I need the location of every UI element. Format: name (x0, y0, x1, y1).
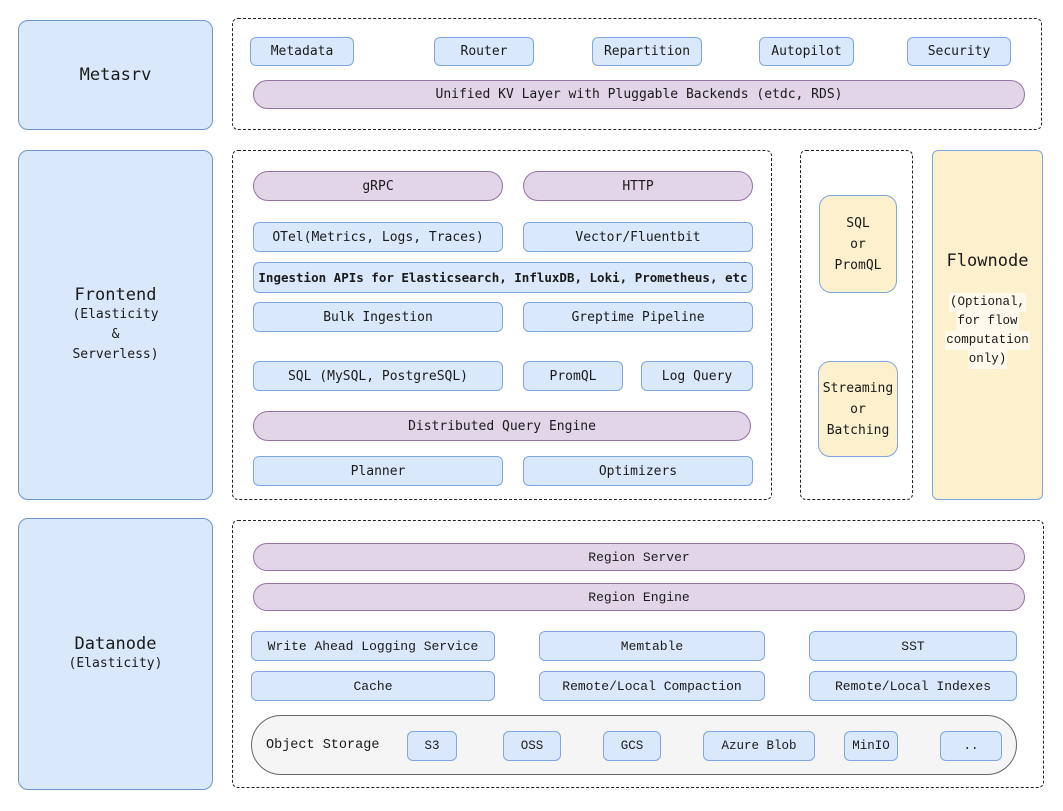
ingestion-apis-box: Ingestion APIs for Elasticsearch, Influx… (253, 262, 753, 293)
bulk-ingestion-box: Bulk Ingestion (253, 302, 503, 332)
promql-box: PromQL (523, 361, 623, 391)
s3-box: S3 (407, 731, 457, 761)
distributed-query-engine-pill: Distributed Query Engine (253, 411, 751, 441)
flownode-sublabel: (Optional, for flow computation only) (945, 293, 1030, 369)
grpc-pill: gRPC (253, 171, 503, 201)
datanode-section-box: Datanode (Elasticity) (18, 518, 213, 790)
memtable-box: Memtable (539, 631, 765, 661)
azure-blob-box: Azure Blob (703, 731, 815, 761)
datanode-internals-container: Region Server Region Engine Write Ahead … (232, 520, 1044, 788)
sql-or-promql-box: SQL or PromQL (819, 195, 897, 293)
frontend-internals-container: gRPC HTTP OTel(Metrics, Logs, Traces) Ve… (232, 150, 772, 500)
security-box: Security (907, 37, 1011, 66)
object-storage-container: Object Storage S3 OSS GCS Azure Blob Min… (251, 715, 1017, 775)
cache-box: Cache (251, 671, 495, 701)
sql-box: SQL (MySQL, PostgreSQL) (253, 361, 503, 391)
log-query-box: Log Query (641, 361, 753, 391)
metadata-box: Metadata (250, 37, 354, 66)
unified-kv-layer-pill: Unified KV Layer with Pluggable Backends… (253, 80, 1025, 109)
region-server-pill: Region Server (253, 543, 1025, 571)
greptime-pipeline-box: Greptime Pipeline (523, 302, 753, 332)
sst-box: SST (809, 631, 1017, 661)
streaming-or-batching-box: Streaming or Batching (818, 361, 898, 457)
metasrv-internals-container: Metadata Router Repartition Autopilot Se… (232, 18, 1042, 130)
frontend-label: Frontend (74, 285, 157, 305)
otel-box: OTel(Metrics, Logs, Traces) (253, 222, 503, 252)
region-engine-pill: Region Engine (253, 583, 1025, 611)
http-pill: HTTP (523, 171, 753, 201)
flownode-label: Flownode (946, 251, 1029, 271)
oss-box: OSS (503, 731, 561, 761)
datanode-sublabel: (Elasticity) (68, 656, 163, 671)
other-storage-box: .. (940, 731, 1002, 761)
minio-box: MinIO (844, 731, 898, 761)
remote-local-compaction-box: Remote/Local Compaction (539, 671, 765, 701)
router-box: Router (434, 37, 534, 66)
query-inputs-container: SQL or PromQL Streaming or Batching (800, 150, 913, 500)
object-storage-label: Object Storage (266, 737, 380, 753)
repartition-box: Repartition (592, 37, 702, 66)
optimizers-box: Optimizers (523, 456, 753, 486)
remote-local-indexes-box: Remote/Local Indexes (809, 671, 1017, 701)
datanode-label: Datanode (74, 634, 157, 654)
frontend-section-box: Frontend (Elasticity & Serverless) (18, 150, 213, 500)
vector-fluentbit-box: Vector/Fluentbit (523, 222, 753, 252)
frontend-sublabel: (Elasticity & Serverless) (72, 307, 159, 362)
autopilot-box: Autopilot (759, 37, 854, 66)
gcs-box: GCS (603, 731, 661, 761)
planner-box: Planner (253, 456, 503, 486)
flownode-section-box: Flownode (Optional, for flow computation… (932, 150, 1043, 500)
metasrv-label: Metasrv (79, 65, 152, 85)
wal-service-box: Write Ahead Logging Service (251, 631, 495, 661)
metasrv-section-box: Metasrv (18, 20, 213, 130)
